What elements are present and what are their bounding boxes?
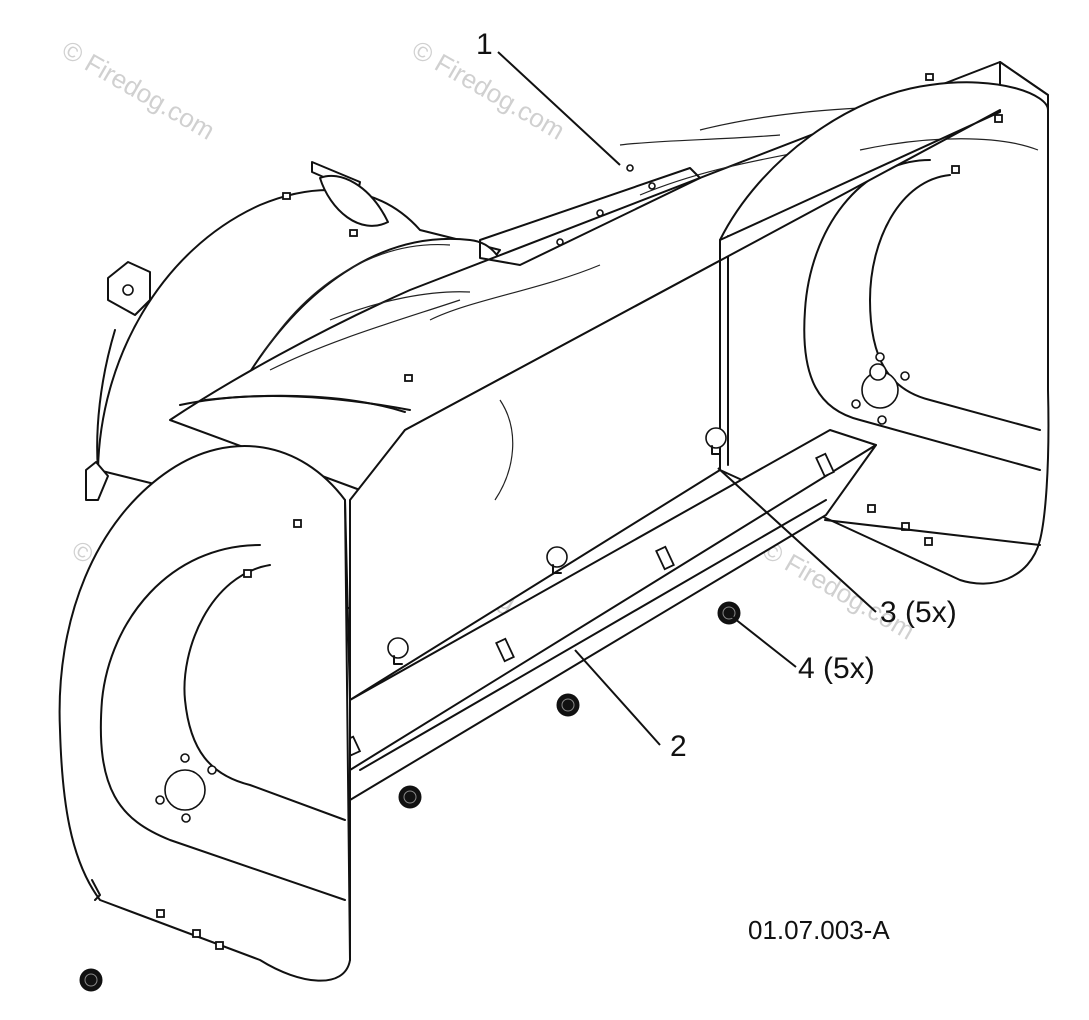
watermark: © Firedog.com: [57, 34, 220, 145]
drawing-code: 01.07.003-A: [748, 915, 890, 945]
leader-1: [497, 51, 621, 166]
nut: [79, 968, 103, 992]
left-side-plate: [58, 445, 351, 982]
leader-4: [729, 614, 797, 668]
callout-3: 3 (5x): [880, 596, 957, 629]
callout-2: 2: [670, 730, 687, 763]
leader-2: [574, 649, 661, 746]
callout-1: 1: [476, 28, 493, 61]
nut: [398, 785, 422, 809]
leader-lines: [497, 51, 877, 746]
leader-3: [717, 467, 877, 613]
callout-4: 4 (5x): [798, 652, 875, 685]
callout-labels: 1 2 3 (5x) 4 (5x): [476, 28, 957, 763]
nut: [556, 693, 580, 717]
rear-panel: [349, 109, 1001, 701]
